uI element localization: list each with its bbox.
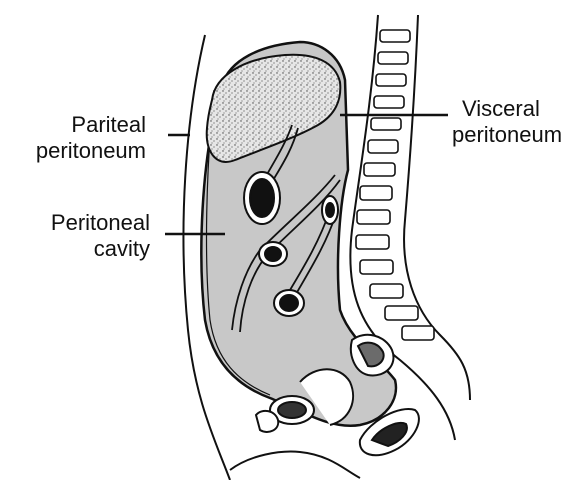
visceral-label-line2: peritoneum — [452, 122, 567, 148]
vertebrae — [356, 30, 434, 340]
spine-outline-back — [404, 15, 470, 400]
cavity-label-line1: Peritoneal — [18, 210, 150, 236]
parietal-label-line2: peritoneum — [20, 138, 146, 164]
parietal-peritoneum-label: Pariteal peritoneum — [20, 112, 146, 164]
parietal-label-line1: Pariteal — [20, 112, 146, 138]
lower-body-contour — [230, 452, 360, 478]
cavity-label-line2: cavity — [18, 236, 150, 262]
visceral-label-line1: Visceral — [452, 96, 567, 122]
peritoneal-cavity-label: Peritoneal cavity — [18, 210, 150, 262]
visceral-peritoneum-label: Visceral peritoneum — [452, 96, 567, 148]
